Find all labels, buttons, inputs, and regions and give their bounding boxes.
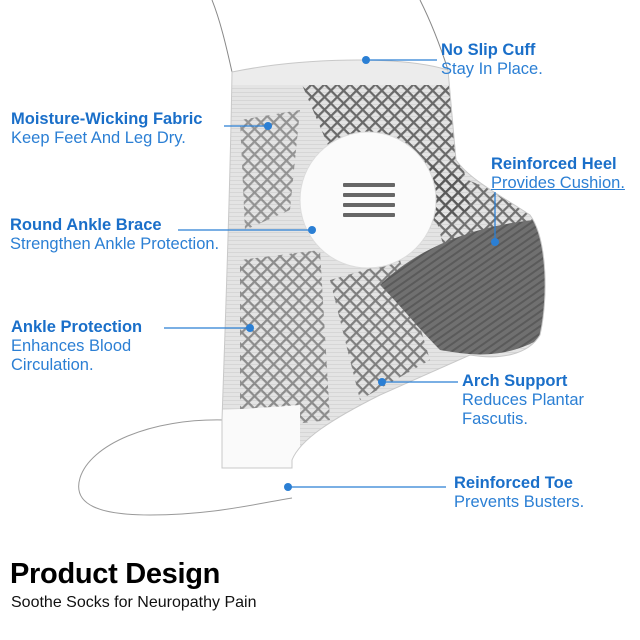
leg-outline-left — [211, 0, 233, 73]
callout-title: Reinforced Heel — [491, 155, 617, 173]
callout-desc: Keep Feet And Leg Dry. — [11, 128, 186, 147]
page-title: Product Design — [10, 558, 221, 590]
callout-moisture-wicking: Moisture-Wicking Fabric Keep Feet And Le… — [11, 110, 202, 148]
callout-desc: Strengthen Ankle Protection. — [10, 234, 220, 253]
callout-desc: Enhances Blood Circulation. — [11, 336, 132, 374]
callout-desc: Reduces Plantar Fascutis. — [462, 390, 584, 428]
callout-pointers — [164, 56, 499, 491]
callout-desc: Stay In Place. — [441, 59, 543, 78]
callout-arch-support: Arch Support Reduces Plantar Fascutis. — [462, 372, 584, 429]
callout-desc: Prevents Busters. — [454, 492, 585, 511]
page-subtitle: Soothe Socks for Neuropathy Pain — [11, 594, 257, 611]
leg-outline-right — [419, 0, 449, 71]
callout-ankle-protection: Ankle Protection Enhances Blood Circulat… — [11, 318, 142, 375]
callout-round-ankle-brace: Round Ankle Brace Strengthen Ankle Prote… — [10, 216, 219, 254]
callout-title: Reinforced Toe — [454, 474, 573, 492]
ankle-brace-pad — [299, 131, 437, 269]
callout-desc: Provides Cushion. — [491, 173, 625, 192]
callout-title: Moisture-Wicking Fabric — [11, 110, 203, 128]
callout-reinforced-heel: Reinforced Heel Provides Cushion. — [491, 155, 625, 193]
callout-reinforced-toe: Reinforced Toe Prevents Busters. — [454, 474, 584, 512]
callout-title: Ankle Protection — [11, 318, 143, 336]
heel-pad — [380, 220, 546, 355]
callout-title: Arch Support — [462, 372, 568, 390]
callout-title: No Slip Cuff — [441, 41, 536, 59]
callout-title: Round Ankle Brace — [10, 216, 162, 234]
callout-no-slip-cuff: No Slip Cuff Stay In Place. — [441, 41, 543, 79]
foot-outline — [78, 419, 293, 516]
